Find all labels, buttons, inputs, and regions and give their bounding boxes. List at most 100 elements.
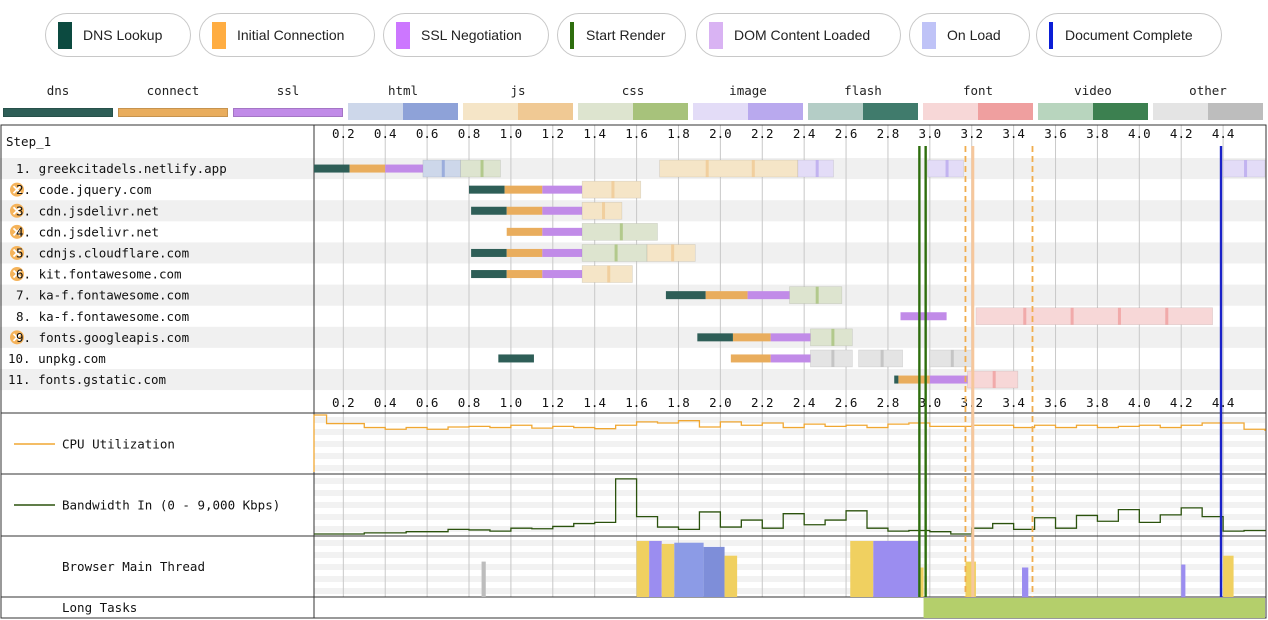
- request-type-label: js: [510, 83, 526, 98]
- cpu-series: [313, 414, 1266, 472]
- legend-item: SSL Negotiation: [383, 13, 549, 57]
- tick-label: 2.0: [709, 395, 732, 410]
- legend-swatch: [709, 21, 723, 49]
- request-segment-chunk: [614, 244, 618, 262]
- tick-label: 1.8: [667, 395, 690, 410]
- legend-swatch: [922, 21, 936, 49]
- legend-label: SSL Negotiation: [421, 27, 522, 43]
- legend-item: DNS Lookup: [45, 13, 191, 57]
- request-segment-chunk: [880, 349, 884, 367]
- tick-label: 3.8: [1086, 395, 1109, 410]
- tick-label: 0.6: [416, 126, 439, 141]
- main-thread-activity: [703, 546, 725, 597]
- request-type-label: ssl: [276, 83, 300, 98]
- request-segment-chunk: [1070, 307, 1074, 325]
- request-type-swatch: [1153, 103, 1263, 120]
- request-type-label: html: [387, 83, 419, 98]
- main-thread-activity: [1223, 555, 1234, 597]
- request-segment: [697, 333, 733, 342]
- graph-stripe: [314, 552, 1265, 558]
- tick-label: 1.6: [625, 126, 648, 141]
- legend-swatch: [58, 21, 72, 49]
- graph-stripe: [314, 490, 1265, 496]
- request-type-label: image: [729, 83, 767, 98]
- request-segment-chunk: [607, 265, 611, 283]
- tick-label: 4.0: [1128, 395, 1151, 410]
- main-thread-activity: [649, 540, 662, 597]
- request-type-swatch: [3, 103, 113, 120]
- request-label: 2. code.jquery.com: [16, 182, 151, 197]
- legend-label: Initial Connection: [237, 27, 345, 43]
- request-type-swatch: [693, 103, 803, 120]
- tick-label: 2.6: [835, 126, 858, 141]
- main-thread-activity: [873, 540, 920, 597]
- request-label: 3. cdn.jsdelivr.net: [16, 203, 159, 218]
- request-type-label: css: [621, 83, 645, 98]
- request-label: 8. ka-f.fontawesome.com: [16, 309, 189, 324]
- request-type-swatch: [348, 103, 458, 120]
- tick-label: 1.2: [542, 126, 565, 141]
- graph-stripe: [314, 588, 1265, 594]
- request-type-swatch: [1038, 103, 1148, 120]
- row-stripe: [0, 326, 1266, 348]
- main-thread-activity: [661, 543, 675, 597]
- bandwidth-label: Bandwidth In (0 - 9,000 Kbps): [62, 498, 280, 513]
- request-segment-chunk: [815, 160, 819, 178]
- tick-label: 1.0: [500, 395, 523, 410]
- tick-label: 3.0: [919, 126, 942, 141]
- legend-item: DOM Content Loaded: [696, 13, 901, 57]
- row-stripe: [0, 284, 1266, 306]
- graph-stripe: [314, 453, 1265, 459]
- request-segment: [894, 375, 899, 384]
- request-segment-chunk: [1244, 160, 1248, 178]
- tick-label: 0.2: [332, 126, 355, 141]
- tick-label: 2.6: [835, 395, 858, 410]
- request-segment: [900, 312, 947, 321]
- legend-swatch: [212, 21, 226, 49]
- request-segment: [747, 291, 790, 300]
- tick-label: 1.2: [542, 395, 565, 410]
- request-segment: [498, 354, 534, 363]
- tick-label: 2.4: [793, 126, 816, 141]
- tick-label: 2.2: [751, 126, 774, 141]
- request-segment: [542, 248, 583, 257]
- tick-label: 0.8: [458, 395, 481, 410]
- main-thread-label: Browser Main Thread: [62, 559, 205, 574]
- request-label: 4. cdn.jsdelivr.net: [16, 224, 159, 239]
- request-segment: [506, 206, 543, 215]
- chart-frame: [0, 124, 1267, 619]
- main-thread-activity: [919, 567, 924, 597]
- request-segment-chunk: [1117, 307, 1121, 325]
- tick-label: 1.6: [625, 395, 648, 410]
- graph-stripe: [314, 429, 1265, 435]
- request-segment-chunk: [992, 371, 996, 389]
- main-thread-activity: [850, 540, 874, 597]
- request-segment: [471, 206, 507, 215]
- tick-label: 1.4: [583, 395, 606, 410]
- request-segment: [542, 270, 583, 279]
- cpu-label: CPU Utilization: [62, 437, 175, 452]
- request-segment-chunk: [1165, 307, 1169, 325]
- main-thread-activity: [724, 555, 738, 597]
- request-segment: [770, 354, 811, 363]
- request-label: 7. ka-f.fontawesome.com: [16, 288, 189, 303]
- request-type-swatch: [808, 103, 918, 120]
- request-segment-chunk: [705, 160, 709, 178]
- request-segment: [506, 270, 543, 279]
- graph-stripe: [314, 514, 1265, 520]
- request-segment-chunk: [619, 223, 623, 241]
- tick-label: 2.0: [709, 126, 732, 141]
- request-segment-chunk: [602, 202, 606, 220]
- graph-stripe: [314, 441, 1265, 447]
- tick-label: 4.2: [1170, 395, 1193, 410]
- tick-label: 2.4: [793, 395, 816, 410]
- tick-label: 3.8: [1086, 126, 1109, 141]
- request-segment-chunk: [831, 328, 835, 346]
- tick-label: 4.4: [1212, 395, 1235, 410]
- graph-stripe: [314, 576, 1265, 582]
- legend-item: On Load: [909, 13, 1030, 57]
- tick-label: 3.6: [1044, 395, 1067, 410]
- request-segment: [705, 291, 748, 300]
